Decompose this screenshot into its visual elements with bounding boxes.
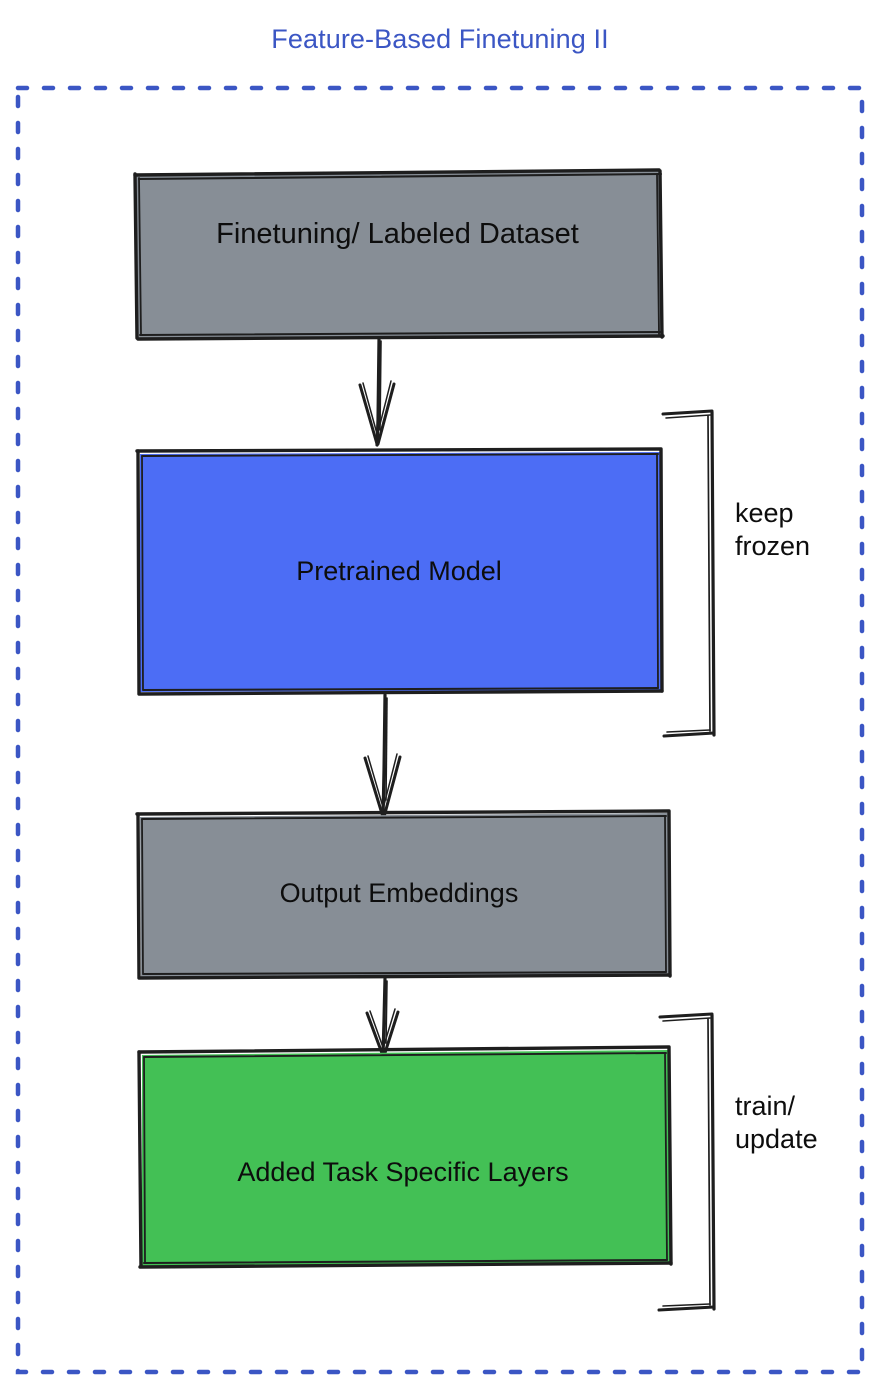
page-title: Feature-Based Finetuning II [271, 24, 609, 54]
node-layers[interactable] [137, 1045, 673, 1269]
edge-dataset-to-pretrained [358, 337, 396, 447]
bracket-keep-frozen [661, 409, 716, 738]
annotation-label-train-update: train/ update [735, 1091, 818, 1154]
node-dataset[interactable] [133, 168, 665, 341]
edge-pretrained-to-embeddings [363, 693, 402, 820]
edge-embeddings-to-layers [365, 977, 400, 1058]
node-pretrained[interactable] [135, 447, 664, 696]
bracket-train-update [657, 1012, 716, 1312]
annotation-label-keep-frozen: keep frozen [735, 498, 811, 561]
node-embeddings[interactable] [135, 809, 672, 980]
